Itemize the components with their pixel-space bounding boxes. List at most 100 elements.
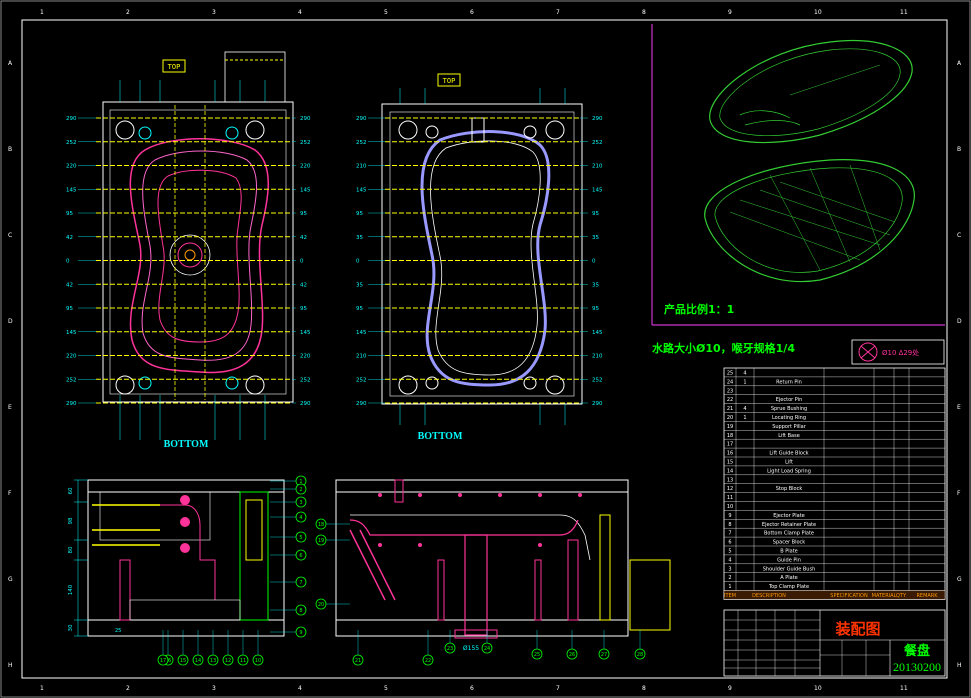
cavity-cooling-lines [96,117,292,404]
balloon-number: 6 [299,553,302,559]
border-row-label: G [957,576,962,583]
dim-label: 95 [66,211,73,217]
dim-label: 95 [300,211,307,217]
bom-header-cell: ITEM [724,593,736,599]
bom-name: Lift Guide Block [769,451,808,457]
product-3d-view: 产品比例1：1 [651,24,945,326]
dim-label: 220 [66,354,77,360]
dim-label: 220 [66,164,77,170]
scale-note: 产品比例1：1 [664,302,734,316]
bom-item-no: 13 [727,477,733,483]
bom-item-no: 25 [727,371,733,377]
bom-item-no: 7 [728,531,731,537]
bom-item-no: 11 [727,495,733,501]
dim-label: 252 [356,140,367,146]
bom-name: Support Pillar [772,424,806,430]
balloon-number: 8 [299,608,302,614]
border-row-label: F [8,490,12,497]
dim-label: 42 [66,282,73,288]
border-col-label: 3 [212,685,216,692]
bom-name: Stop Block [776,486,803,492]
dim-label: 95 [592,211,599,217]
bom-item-no: 6 [728,540,731,546]
balloon-number: 10 [255,658,261,664]
balloon-number: 5 [299,535,302,541]
balloon [315,598,327,610]
border-row-label: F [957,490,961,497]
bom-name: Ejector Plate [773,513,805,519]
balloon-number: 11 [240,658,246,664]
balloon [222,654,234,666]
section-left-balloons: 1234567891011121314151617 [157,475,307,666]
dim-label: 145 [66,330,77,336]
dim-label: 290 [300,116,311,122]
bom-item-no: 17 [727,442,733,448]
balloon-number: 2 [299,487,302,493]
balloon [252,654,264,666]
product-name: 餐盘 [903,643,930,659]
cavity-top-label: TOP [168,63,181,71]
dim-label: 42 [300,235,307,241]
dim-label: 290 [356,116,367,122]
border-col-label: 9 [728,685,732,692]
balloon-number: 7 [299,580,302,586]
core-cooling-lines [385,117,580,404]
border-row-label: B [8,146,12,153]
balloon [352,654,364,666]
dim-label: 0 [592,259,596,265]
dim-label: 252 [300,140,311,146]
balloon-number: 13 [210,658,216,664]
dim-label: 145 [592,330,603,336]
balloon-number: 26 [569,652,575,658]
dim-label: 95 [592,306,599,312]
border-col-label: 1 [40,9,44,16]
bom-item-no: 16 [727,451,733,457]
core-top-tag [437,73,461,87]
drawing-number: 20130200 [893,660,941,674]
balloon-number: 18 [318,522,324,528]
dim-label: 35 [356,282,363,288]
dim-label: 290 [300,401,311,407]
dim-label: 290 [66,116,77,122]
cavity-bottom-label: BOTTOM [164,439,209,450]
balloon-number: 23 [447,646,453,652]
dim-label: 252 [66,377,77,383]
cavity-contour-outer [129,138,269,374]
bom-item-no: 22 [727,397,733,403]
balloon [237,654,249,666]
balloon-number: 24 [484,646,490,652]
core-contour-outer [420,130,551,387]
balloon [207,654,219,666]
bom-name: Return Pin [776,379,802,385]
border-row-label: B [957,146,961,153]
border-col-label: 2 [126,685,130,692]
bom-item-no: 2 [728,575,731,581]
border-col-label: 8 [642,685,646,692]
bom-header-cell: DESCRIPTION [752,593,786,599]
inner-frame [21,19,948,679]
balloon [295,531,307,543]
balloon [295,496,307,508]
dim-label: 0 [300,259,304,265]
border-col-label: 9 [728,9,732,16]
border-row-label: C [8,232,12,239]
border-col-label: 3 [212,9,216,16]
bom-item-no: 19 [727,424,733,430]
cooling-symbol-text: Ø10 ∆29处 [882,348,919,357]
balloon [295,626,307,638]
balloon [295,483,307,495]
dim-label: 95 [300,306,307,312]
bom-name: Light Load Spring [767,468,811,474]
border-col-label: 5 [384,9,388,16]
balloon [295,549,307,561]
dim-label: 0 [66,259,70,265]
bom-name: B Plate [780,549,798,555]
